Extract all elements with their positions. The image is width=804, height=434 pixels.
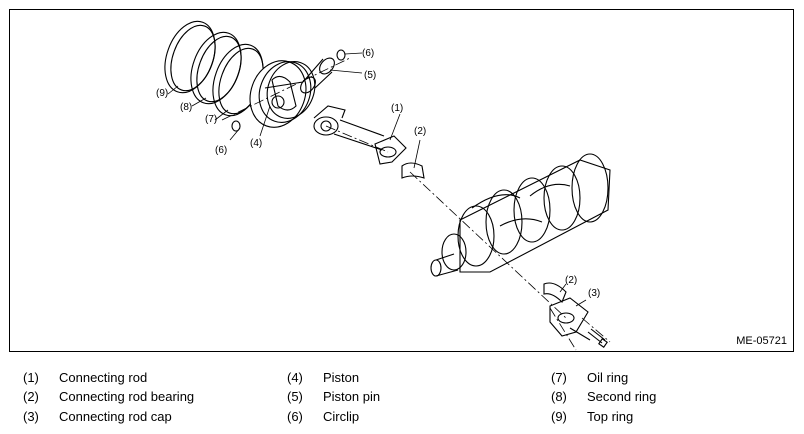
legend-label: Top ring — [587, 409, 634, 424]
parts-legend: (1) Connecting rod (2) Connecting rod be… — [0, 362, 804, 432]
piston-drawing — [249, 60, 316, 128]
legend-number: (3) — [23, 409, 39, 424]
lower-bearing-drawing — [543, 282, 567, 303]
legend-label: Connecting rod cap — [59, 409, 172, 424]
callout-6-lower: (6) — [215, 145, 227, 156]
legend-label: Circlip — [323, 409, 360, 424]
legend-number: (4) — [287, 370, 303, 385]
legend-label: Piston — [323, 370, 360, 385]
callout-8: (8) — [180, 102, 192, 113]
exploded-diagram-frame: (9) (8) (7) (6) (4) (6) (5) (1) (2) (2) … — [9, 9, 794, 352]
callout-7: (7) — [205, 114, 217, 125]
legend-label: Connecting rod bearing — [59, 389, 195, 404]
legend-number: (1) — [23, 370, 39, 385]
connecting-rod-bearing-drawing — [401, 162, 425, 179]
exploded-diagram: (9) (8) (7) (6) (4) (6) (5) (1) (2) (2) … — [156, 20, 611, 351]
legend-number: (6) — [287, 409, 303, 424]
legend-number: (2) — [23, 389, 39, 404]
connecting-rod-cap-drawing — [549, 297, 591, 341]
legend-number: (8) — [551, 389, 567, 404]
callout-4: (4) — [250, 138, 262, 149]
legend-label: Second ring — [587, 389, 657, 404]
callout-2-upper: (2) — [414, 126, 426, 137]
crankshaft-drawing — [430, 153, 611, 277]
legend-label: Piston pin — [323, 389, 381, 404]
legend-label: Oil ring — [587, 370, 629, 385]
legend-label: Connecting rod — [59, 370, 148, 385]
callout-3: (3) — [588, 288, 600, 299]
callout-1: (1) — [391, 103, 403, 114]
legend-number: (5) — [287, 389, 303, 404]
callout-9: (9) — [156, 88, 168, 99]
cap-bolt-drawing — [587, 328, 608, 348]
figure-id-label: ME-05721 — [736, 335, 787, 347]
callout-2-lower: (2) — [565, 275, 577, 286]
legend-number: (7) — [551, 370, 567, 385]
circlip-drawing — [336, 49, 346, 61]
legend-number: (9) — [551, 409, 567, 424]
piston-pin-drawing — [300, 57, 335, 94]
callout-5: (5) — [364, 70, 376, 81]
connecting-rod-drawing — [313, 105, 407, 165]
callout-6-upper: (6) — [362, 48, 374, 59]
